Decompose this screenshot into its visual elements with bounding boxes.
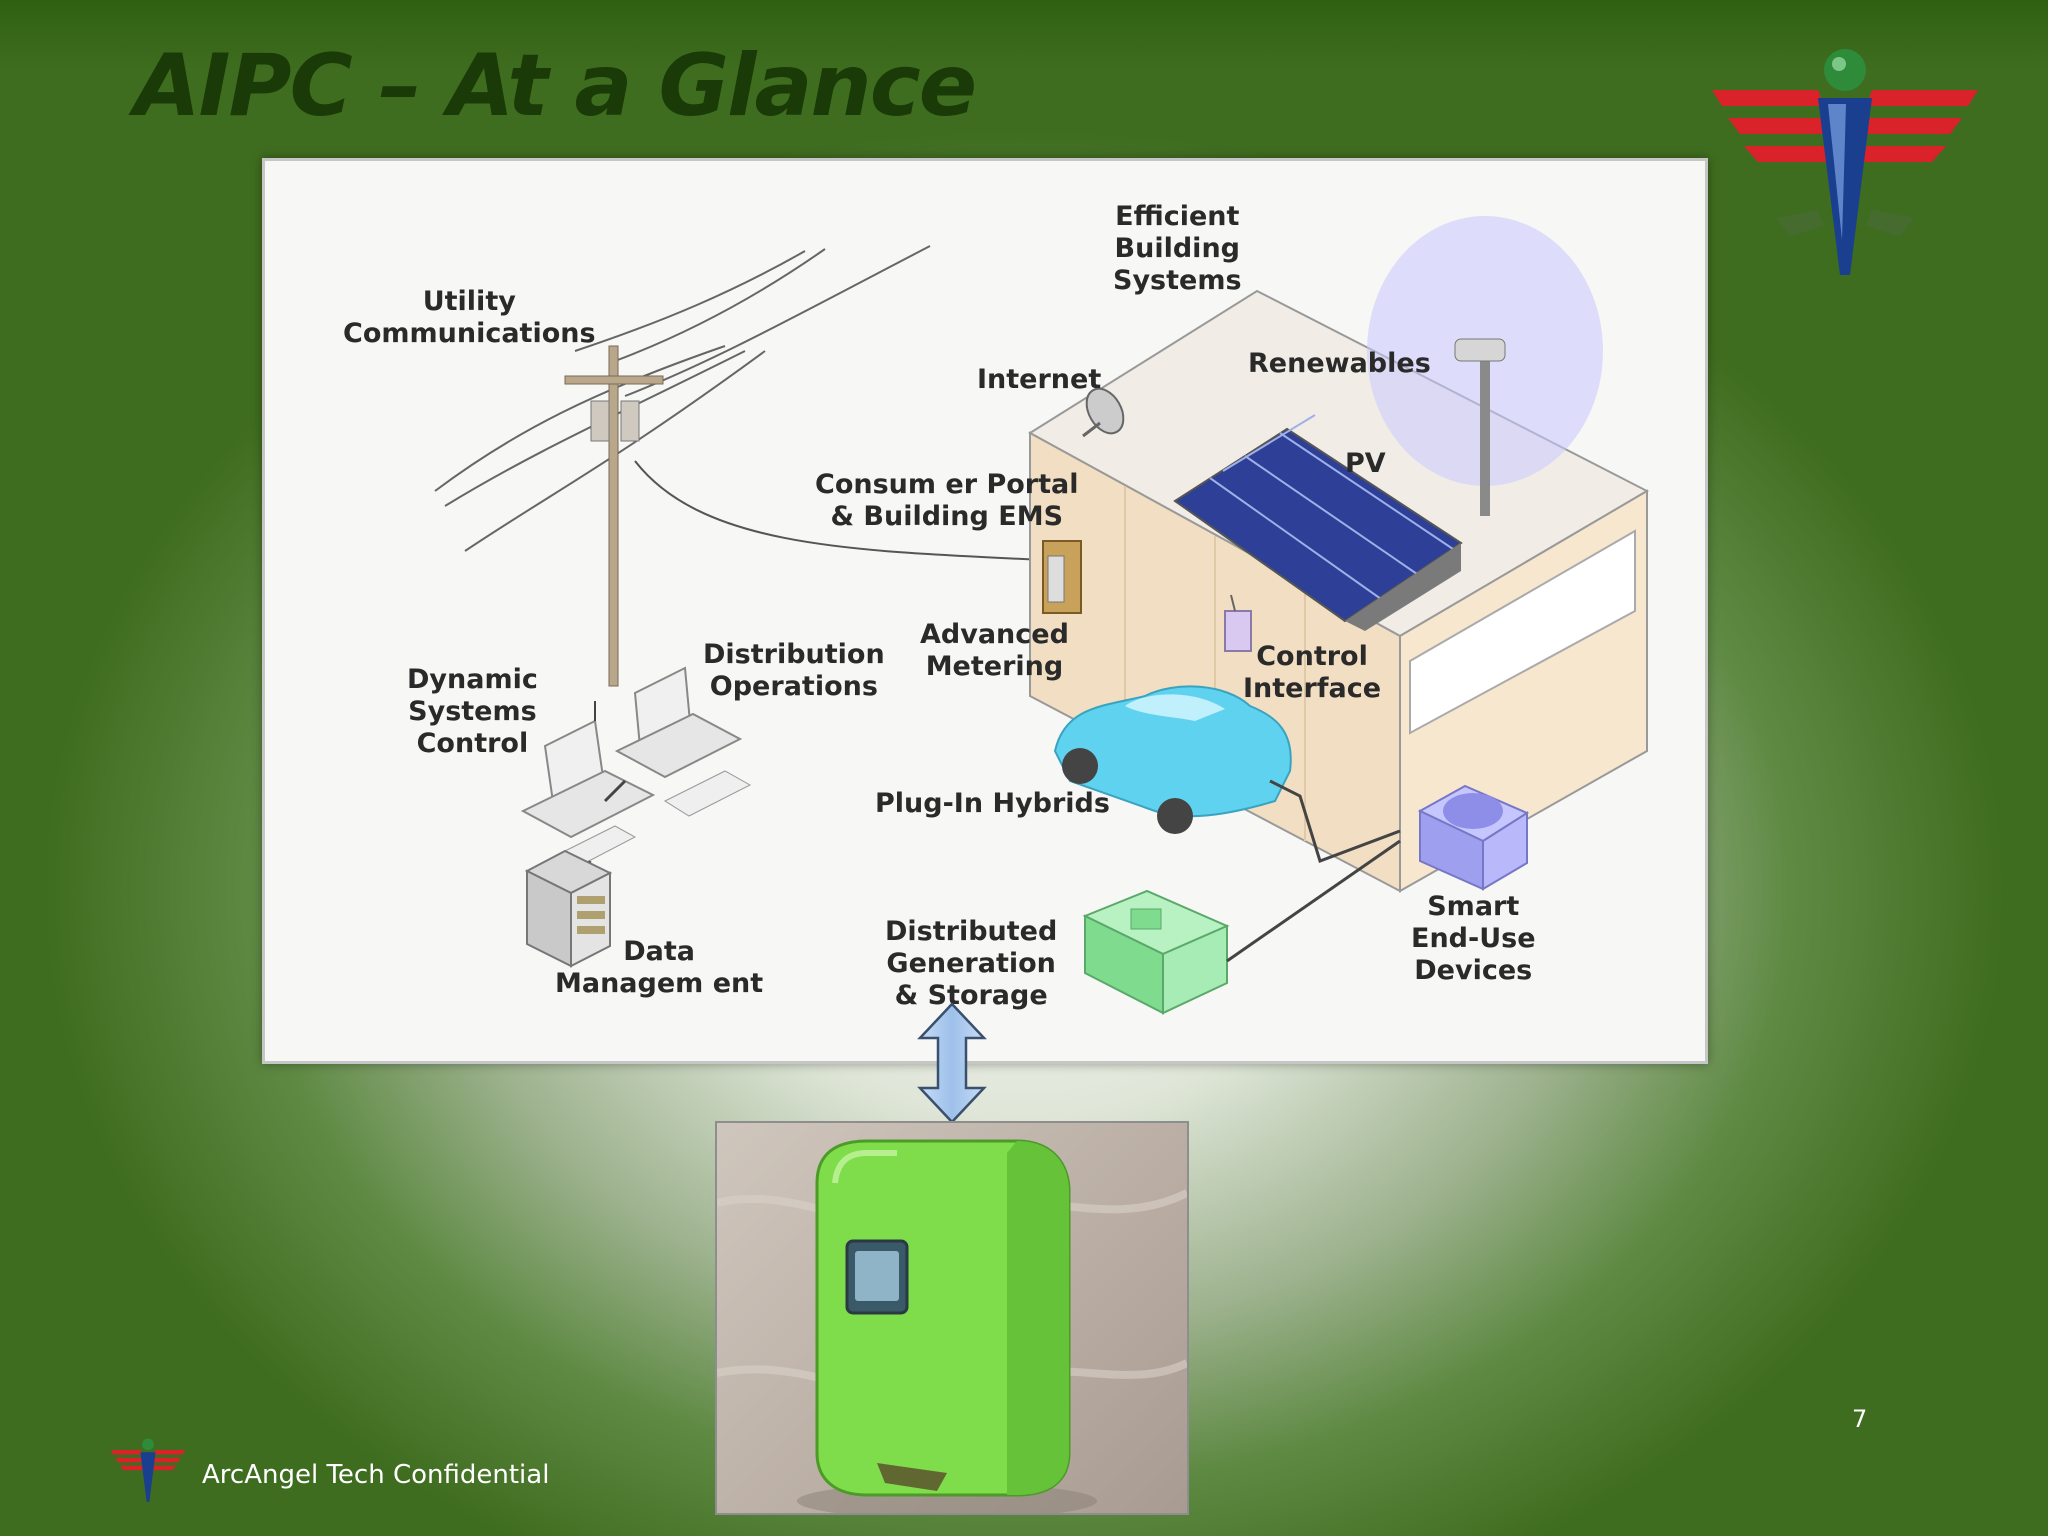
label-consumer-portal: Consum er Portal & Building EMS [815, 469, 1079, 532]
double-arrow-icon [917, 1002, 987, 1124]
label-distributed-generation: Distributed Generation & Storage [885, 916, 1058, 1011]
device-illustration [717, 1139, 1187, 1513]
arcangel-logo-icon [1712, 49, 1978, 275]
label-dynamic-systems-control: Dynamic Systems Control [407, 664, 538, 759]
label-plug-in-hybrids: Plug-In Hybrids [875, 788, 1110, 819]
page-number: 7 [1852, 1405, 1868, 1433]
diagram-illustration [434, 216, 1650, 1015]
slide-title: AIPC – At a Glance [134, 36, 977, 136]
label-control-interface: Control Interface [1243, 641, 1382, 704]
label-efficient-building-systems: Efficient Building Systems [1113, 201, 1242, 296]
label-data-management: Data Managem ent [555, 936, 764, 999]
label-advanced-metering: Advanced Metering [920, 619, 1069, 682]
label-utility-communications: Utility Communications [343, 286, 596, 349]
label-renewables: Renewables [1248, 348, 1431, 379]
label-distribution-operations: Distribution Operations [703, 639, 885, 702]
arcangel-footer-logo-icon [110, 1438, 186, 1502]
green-device-photo [715, 1121, 1189, 1515]
label-pv: PV [1345, 448, 1386, 479]
top-band [0, 0, 2048, 70]
label-internet: Internet [977, 364, 1102, 395]
footer-confidential: ArcAngel Tech Confidential [202, 1460, 550, 1490]
label-smart-end-use-devices: Smart End-Use Devices [1411, 891, 1536, 986]
smart-grid-diagram: Utility Communications Efficient Buildin… [262, 158, 1708, 1064]
